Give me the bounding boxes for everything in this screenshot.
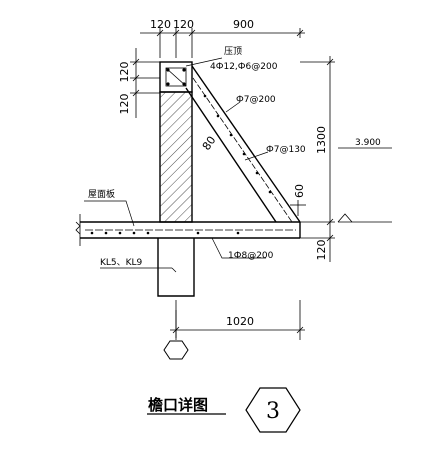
dim-left-b: 120 xyxy=(118,94,131,115)
dim-top-c: 900 xyxy=(233,18,254,31)
coping-label: 压顶 xyxy=(224,46,242,57)
tip-dimension xyxy=(290,200,306,216)
slab-rebar-label: 1Ф8@200 xyxy=(228,251,274,261)
dim-right-height: 1300 xyxy=(315,126,328,154)
slab-rebar-dots xyxy=(90,231,240,235)
slanted-brace xyxy=(185,65,301,223)
rebar-1-leader xyxy=(225,101,241,113)
detail-number: 3 xyxy=(266,399,280,424)
dim-bottom-width: 1020 xyxy=(226,315,254,328)
roof-slab-label: 屋面板 xyxy=(88,188,115,200)
rebar-2-label: Ф7@130 xyxy=(266,145,306,155)
roof-slab xyxy=(75,214,301,246)
dim-right-bottom: 120 xyxy=(315,240,328,261)
coping-rebar-label: 4Ф12,Ф6@200 xyxy=(210,62,278,72)
dim-top-b: 120 xyxy=(173,18,194,31)
dim-slope-80: 80 xyxy=(200,134,219,153)
roof-slab-leader xyxy=(84,200,135,227)
axis-marker xyxy=(163,310,189,360)
brace-rebar-dots xyxy=(203,94,272,194)
drawing-title: 檐口详图 xyxy=(148,396,208,414)
dim-slope-60: 60 xyxy=(293,184,306,198)
right-dimension-chain xyxy=(300,56,335,262)
coping-leader xyxy=(185,57,223,67)
detail-number-badge xyxy=(245,387,301,433)
parapet-wall xyxy=(159,91,193,223)
dim-left-a: 120 xyxy=(118,62,131,83)
coping-block xyxy=(159,61,193,93)
dim-top-a: 120 xyxy=(150,18,171,31)
slab-rebar-leader xyxy=(211,237,266,259)
left-dimension-chain xyxy=(130,48,160,118)
rebar-1-label: Ф7@200 xyxy=(236,95,276,105)
top-dimension-chain xyxy=(140,28,305,58)
elevation-marker xyxy=(337,147,392,223)
rebar-2-leader xyxy=(244,151,269,161)
beam-label: KL5、KL9 xyxy=(100,258,143,268)
beam xyxy=(157,238,195,297)
elevation-label: 3.900 xyxy=(355,138,381,148)
